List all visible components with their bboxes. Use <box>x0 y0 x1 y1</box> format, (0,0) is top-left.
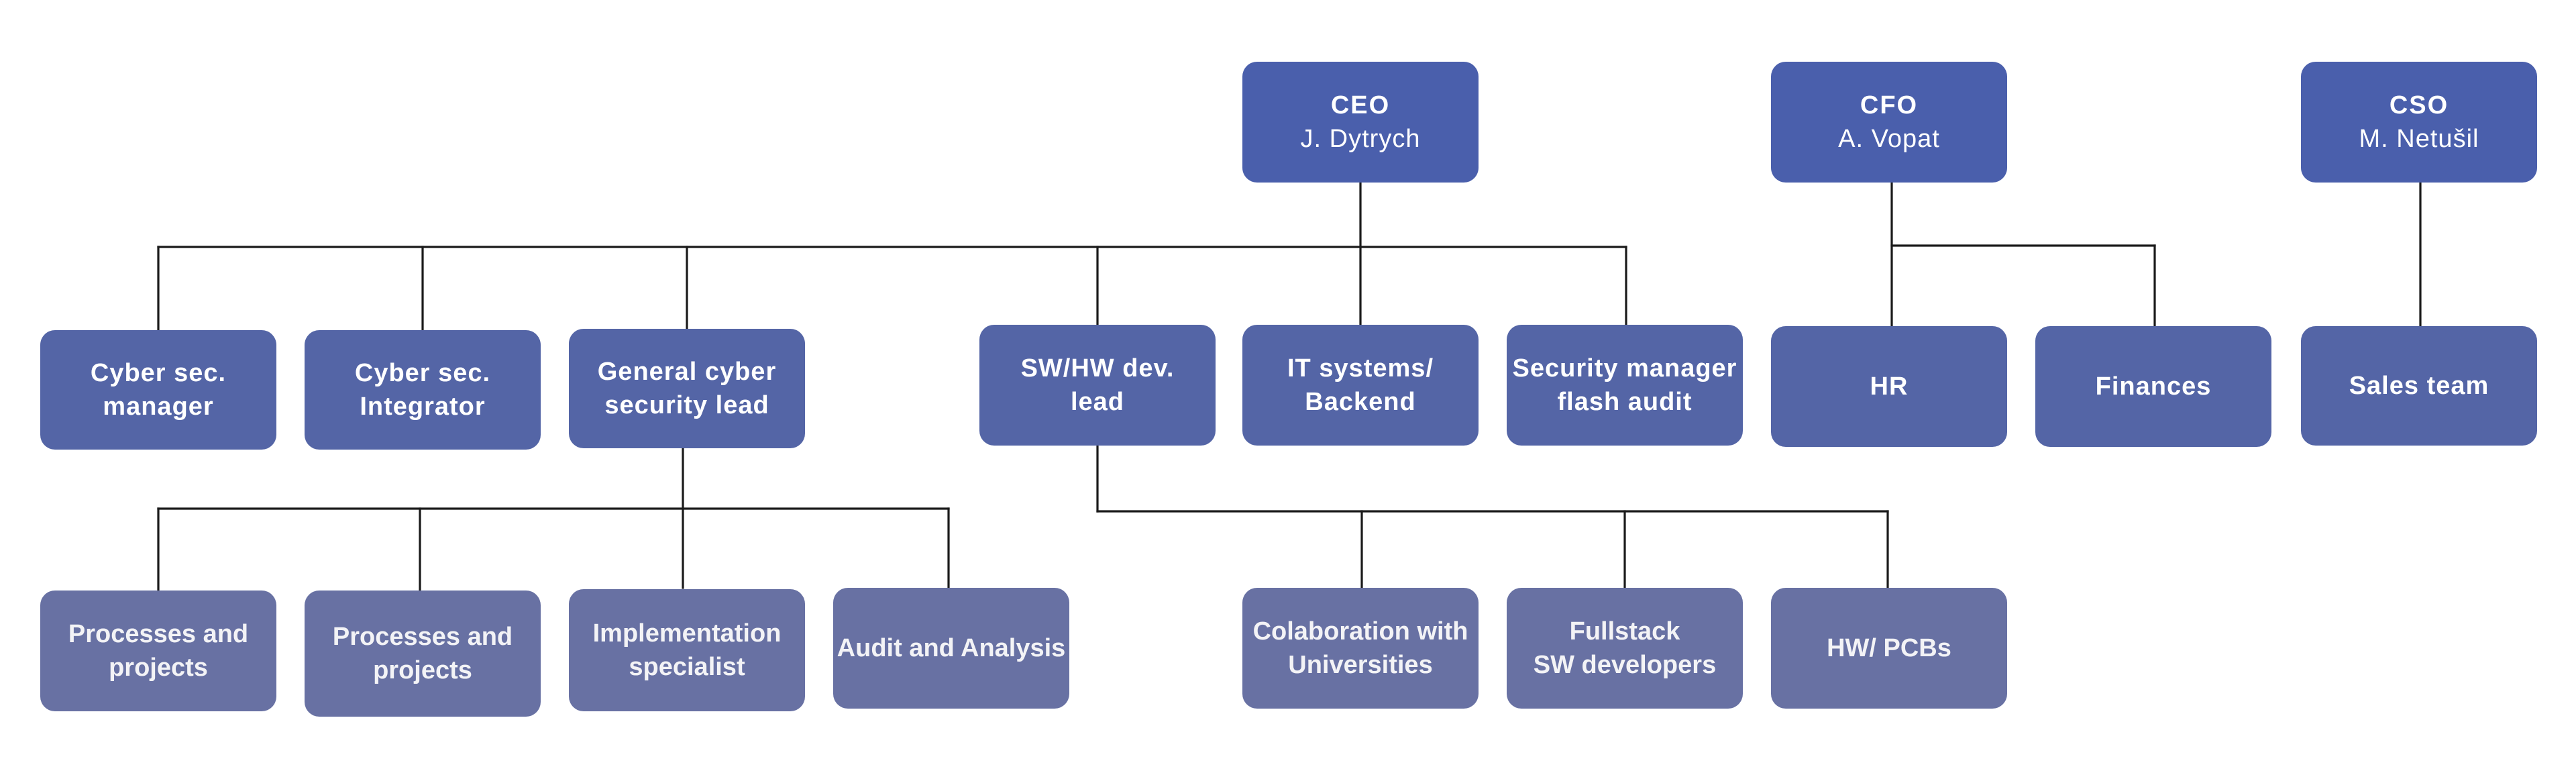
ceo-title: CEO <box>1330 91 1391 119</box>
box-line: Security manager <box>1512 354 1737 382</box>
cso-name: M. Netušil <box>2359 125 2479 153</box>
cso-box: CSO M. Netušil <box>2301 62 2537 183</box>
box-line: projects <box>109 654 208 682</box>
security-manager-flash-audit-box: Security manager flash audit <box>1507 325 1743 446</box>
box-line: Cyber sec. <box>90 359 227 387</box>
cfo-box: CFO A. Vopat <box>1771 62 2007 183</box>
colaboration-with-universities-box: Colaboration with Universities <box>1242 588 1479 709</box>
box-line: Finances <box>2095 372 2212 401</box>
box-line: lead <box>1070 388 1125 416</box>
box-line: SW/HW dev. <box>1020 354 1175 382</box>
box-line: Universities <box>1288 651 1433 679</box>
it-systems-backend-box: IT systems/ Backend <box>1242 325 1479 446</box>
sales-team-box: Sales team <box>2301 326 2537 446</box>
fullstack-sw-developers-box: Fullstack SW developers <box>1507 588 1743 709</box>
box-line: Processes and <box>332 623 513 651</box>
implementation-specialist-box: Implementation specialist <box>569 589 805 711</box>
box-line: security lead <box>604 391 769 419</box>
box-line: General cyber <box>597 358 777 386</box>
sw-hw-dev-lead-box: SW/HW dev. lead <box>979 325 1216 446</box>
box-line: Fullstack <box>1569 617 1680 646</box>
cfo-name: A. Vopat <box>1838 125 1940 153</box>
box-line: Implementation <box>592 619 782 648</box>
audit-and-analysis-box: Audit and Analysis <box>833 588 1069 709</box>
box-line: Colaboration with <box>1252 617 1468 646</box>
box-line: manager <box>103 393 214 421</box>
cyber-sec-integrator-box: Cyber sec. Integrator <box>305 330 541 450</box>
ceo-box: CEO J. Dytrych <box>1242 62 1479 183</box>
ceo-name: J. Dytrych <box>1300 125 1421 153</box>
cyber-sec-manager-box: Cyber sec. manager <box>40 330 276 450</box>
hw-pcbs-box: HW/ PCBs <box>1771 588 2007 709</box>
hr-box: HR <box>1771 326 2007 447</box>
processes-and-projects-1-box: Processes and projects <box>40 591 276 711</box>
box-line: Sales team <box>2349 372 2489 400</box>
cso-title: CSO <box>2389 91 2449 119</box>
box-line: IT systems/ <box>1287 354 1434 382</box>
box-line: Audit and Analysis <box>837 634 1066 662</box>
box-line: SW developers <box>1533 651 1717 679</box>
box-line: Backend <box>1305 388 1416 416</box>
box-line: HR <box>1870 372 1909 401</box>
box-line: flash audit <box>1557 388 1693 416</box>
box-line: HW/ PCBs <box>1827 634 1951 662</box>
box-line: Integrator <box>360 393 486 421</box>
box-line: Processes and <box>68 620 249 648</box>
finances-box: Finances <box>2035 326 2271 447</box>
box-line: specialist <box>629 653 745 681</box>
box-line: Cyber sec. <box>354 359 491 387</box>
cfo-title: CFO <box>1860 91 1919 119</box>
general-cyber-security-lead-box: General cyber security lead <box>569 329 805 448</box>
box-line: projects <box>373 656 472 684</box>
processes-and-projects-2-box: Processes and projects <box>305 591 541 717</box>
